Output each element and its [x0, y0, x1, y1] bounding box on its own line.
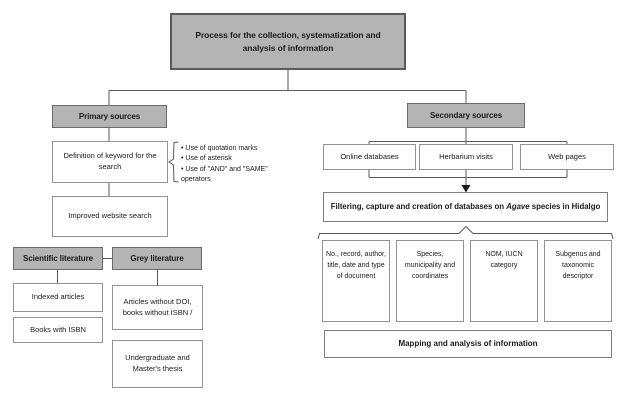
- web-pages-box: Web pages: [520, 144, 614, 170]
- articles-no-doi-box: Articles without DOI, books without ISBN…: [112, 285, 203, 330]
- filtering-box: Filtering, capture and creation of datab…: [323, 192, 608, 222]
- field-box-document: No., record, author, title, date and typ…: [322, 240, 390, 322]
- primary-sources-header: Primary sources: [52, 105, 167, 128]
- tip-item: Use of asterisk: [181, 154, 299, 164]
- tip-item: Use of "AND" and "SAME" operators: [181, 165, 299, 186]
- title-box: Process for the collection, systematizat…: [170, 13, 406, 70]
- online-databases-box: Online databases: [323, 144, 416, 170]
- filtering-italic-word: Agave: [506, 202, 530, 212]
- tip-item: Use of quotation marks: [181, 144, 299, 154]
- filtering-text: species in Hidalgo: [529, 202, 601, 212]
- brace-left-icon: [168, 141, 179, 183]
- mapping-box: Mapping and analysis of information: [324, 330, 612, 358]
- herbarium-visits-box: Herbarium visits: [419, 144, 513, 170]
- grey-literature-header: Grey literature: [112, 247, 202, 270]
- improved-search-box: Improved website search: [52, 196, 168, 237]
- books-isbn-box: Books with ISBN: [13, 317, 103, 343]
- filtering-text: Filtering, capture and creation of datab…: [330, 202, 507, 212]
- field-box-nom-iucn: NOM, IUCN category: [470, 240, 538, 322]
- field-box-species: Species, municipality and coordinates: [396, 240, 464, 322]
- indexed-articles-box: Indexed articles: [13, 283, 103, 312]
- brace-up-icon: [317, 225, 614, 240]
- keyword-definition-box: Definition of keyword for the search: [52, 141, 168, 183]
- secondary-sources-header: Secondary sources: [407, 103, 525, 128]
- down-arrow-icon: [461, 185, 471, 193]
- search-tips-list: Use of quotation marks Use of asterisk U…: [181, 144, 299, 185]
- field-box-subgenus: Subgenus and taxonomic descriptor: [544, 240, 612, 322]
- scientific-literature-header: Scientific literature: [13, 247, 103, 270]
- thesis-box: Undergraduate and Master's thesis: [112, 340, 203, 388]
